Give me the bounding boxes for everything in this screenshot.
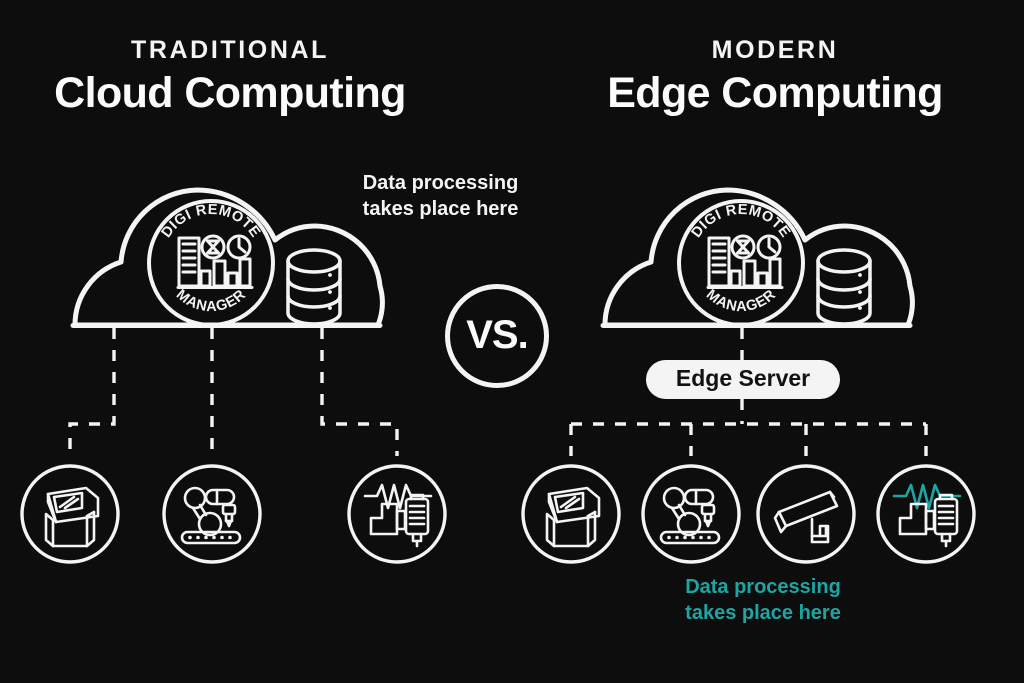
left-data-processing-caption: Data processing takes place here: [338, 170, 543, 223]
versus-label: VS.: [466, 313, 528, 357]
caption-line-1: Data processing: [362, 172, 519, 194]
database-cylinder-right: [816, 248, 872, 326]
robotic-arm-icon: [180, 486, 242, 545]
industrial-machine-icon: [363, 483, 433, 548]
device-node-machine-right[interactable]: [876, 464, 976, 564]
device-node-robot-right[interactable]: [641, 464, 741, 564]
kiosk-terminal-icon: [545, 486, 601, 548]
left-panel-kicker: TRADITIONAL: [130, 36, 330, 64]
edge-server-pill[interactable]: Edge Server: [646, 360, 840, 399]
left-panel-title: Cloud Computing: [54, 69, 406, 117]
caption-line-2: takes place here: [362, 198, 519, 221]
left-device-nodes: [20, 464, 447, 564]
edge-server-label: Edge Server: [675, 365, 811, 391]
device-node-machine-left[interactable]: [347, 464, 447, 564]
caption-line-1: Data processing: [685, 576, 841, 598]
database-cylinder-left: [286, 248, 342, 326]
right-connector-lines: [569, 399, 928, 456]
badge-bottom-arc-left: MANAGER: [173, 287, 249, 315]
versus-badge: VS.: [445, 284, 549, 388]
robotic-arm-icon: [659, 486, 721, 545]
device-node-kiosk-right[interactable]: [521, 464, 621, 564]
industrial-machine-icon-highlighted: [892, 483, 962, 548]
right-data-processing-caption: Data processing takes place here: [648, 574, 878, 627]
right-panel-kicker: MODERN: [711, 36, 839, 64]
device-node-kiosk-left[interactable]: [20, 464, 120, 564]
kiosk-terminal-icon: [44, 486, 100, 548]
svg-text:MANAGER: MANAGER: [173, 287, 249, 315]
device-node-camera-right[interactable]: [756, 464, 856, 564]
security-camera-icon: [773, 490, 839, 544]
right-panel-title: Edge Computing: [607, 69, 943, 117]
badge-bottom-arc-right: MANAGER: [703, 287, 779, 315]
caption-line-2: takes place here: [685, 602, 841, 625]
device-node-robot-left[interactable]: [162, 464, 262, 564]
svg-text:MANAGER: MANAGER: [703, 287, 779, 315]
left-connector-lines: [68, 328, 399, 456]
right-device-nodes: [521, 464, 976, 564]
